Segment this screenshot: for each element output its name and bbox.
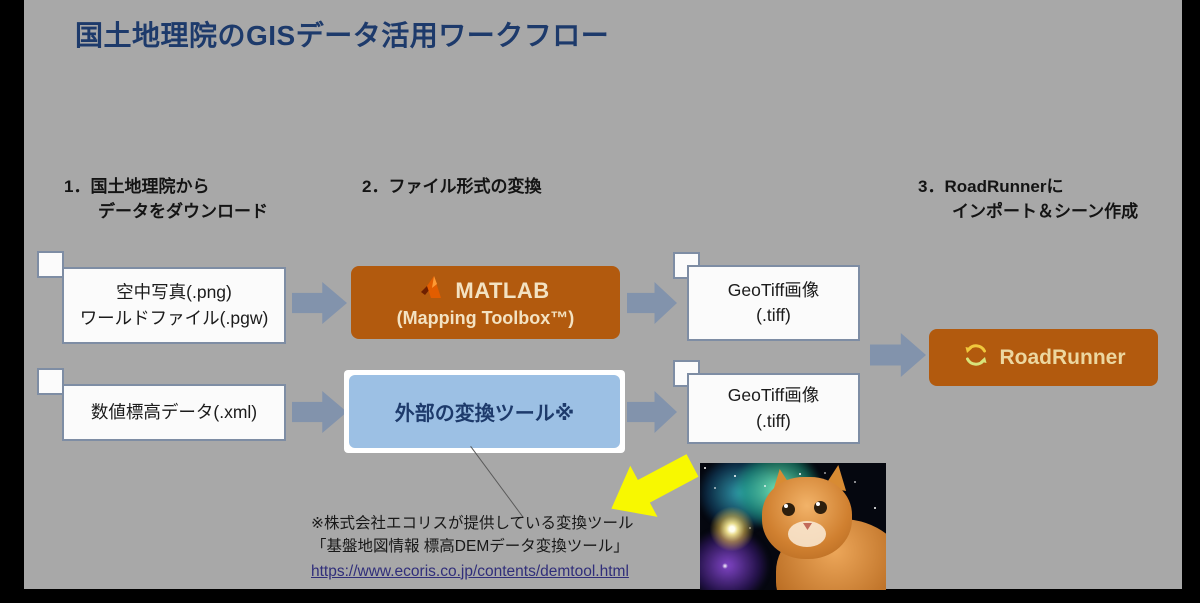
cat-head: [762, 477, 852, 559]
external-tool-label: 外部の変換ツール※: [394, 403, 575, 425]
footnote-line-2: 「基盤地図情報 標高DEMデータ変換ツール」: [311, 538, 629, 556]
matlab-logo-icon: [421, 276, 447, 306]
star-field: [704, 467, 706, 469]
corner-tab: [37, 251, 64, 278]
cat-space-image: [700, 463, 886, 590]
matlab-label: MATLAB: [455, 278, 550, 303]
geotiff-box-bottom: GeoTiff画像 (.tiff): [687, 373, 860, 444]
external-tool-box: 外部の変換ツール※: [349, 375, 620, 448]
roadrunner-label: RoadRunner: [999, 345, 1126, 369]
bright-star-glow: [700, 497, 764, 561]
footnote-line-1: ※株式会社エコリスが提供している変換ツール: [311, 515, 634, 532]
matlab-box: MATLAB (Mapping Toolbox™): [351, 266, 620, 339]
cat-eye-right: [814, 501, 827, 514]
roadrunner-box: RoadRunner: [929, 329, 1158, 386]
dem-data-box: 数値標高データ(.xml): [62, 384, 286, 441]
geotiff-box-top: GeoTiff画像 (.tiff): [687, 265, 860, 341]
roadrunner-logo-icon: [962, 341, 990, 375]
corner-tab: [37, 368, 64, 395]
cat-nose: [803, 523, 812, 530]
step-2-label: 2．ファイル形式の変換: [362, 177, 542, 196]
footnote: ※株式会社エコリスが提供している変換ツール 「基盤地図情報 標高DEMデータ変換…: [311, 512, 634, 583]
slide-title: 国土地理院のGISデータ活用ワークフロー: [75, 20, 610, 51]
aerial-photo-box: 空中写真(.png) ワールドファイル(.pgw): [62, 267, 286, 344]
matlab-sublabel: (Mapping Toolbox™): [396, 308, 575, 328]
step-3-label: 3．RoadRunnerに インポート＆シーン作成: [918, 177, 1139, 221]
small-star: [722, 563, 728, 569]
cat-eye-left: [782, 503, 795, 516]
footnote-link[interactable]: https://www.ecoris.co.jp/contents/demtoo…: [311, 562, 629, 580]
external-tool-highlight-border: 外部の変換ツール※: [344, 370, 625, 453]
step-1-label: 1．国土地理院から データをダウンロード: [64, 177, 268, 221]
